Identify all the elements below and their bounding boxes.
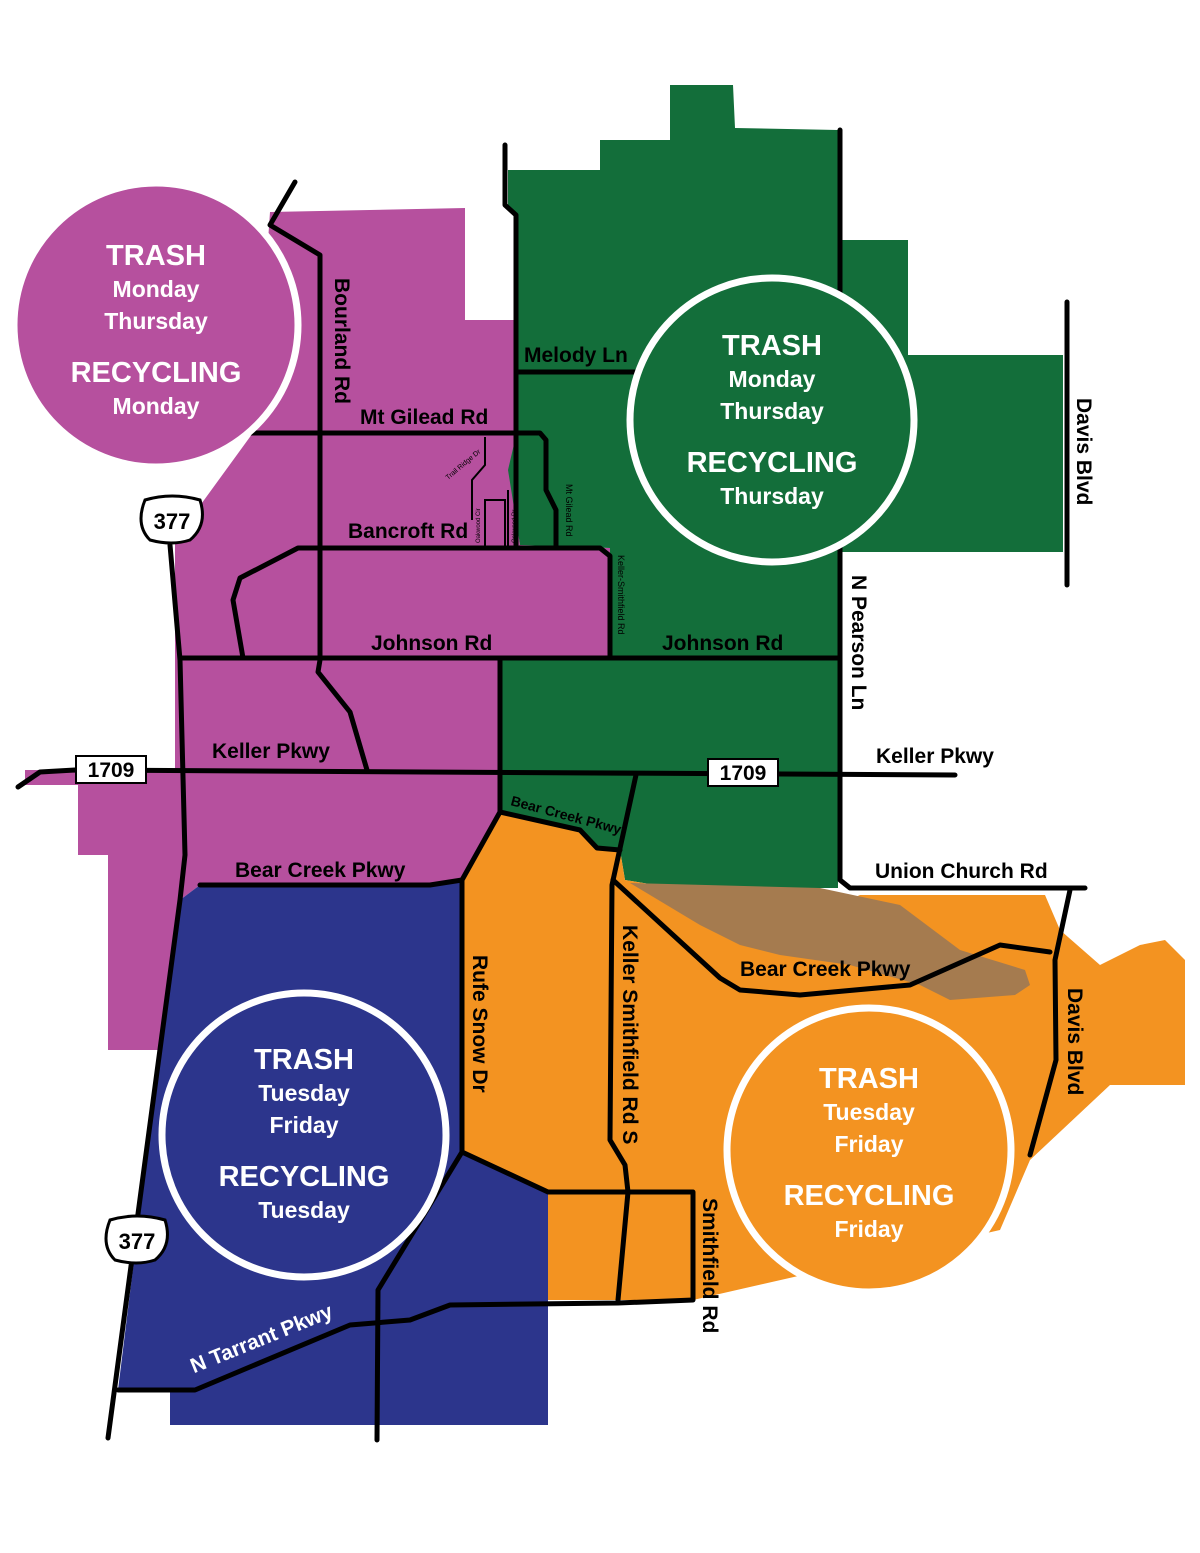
svg-text:Friday: Friday: [269, 1112, 338, 1138]
zone-badge-purple: TRASH Monday Thursday RECYCLING Monday: [10, 179, 302, 471]
zone-badge-orange: TRASH Tuesday Friday RECYCLING Friday: [723, 1004, 1015, 1296]
label-keller-pkwy-east: Keller Pkwy: [876, 745, 994, 768]
label-davis-blvd-north: Davis Blvd: [1072, 398, 1095, 505]
label-oakwood-cir: Oakwood Cir: [476, 508, 482, 543]
label-johnson-rd-east: Johnson Rd: [662, 632, 783, 655]
us-377-shield-south: 377: [104, 1214, 169, 1265]
label-bancroft-rd: Bancroft Rd: [348, 520, 468, 543]
svg-text:Thursday: Thursday: [720, 398, 824, 424]
zone-badge-green: TRASH Monday Thursday RECYCLING Thursday: [626, 274, 918, 566]
svg-text:Thursday: Thursday: [720, 483, 824, 509]
label-mt-gilead-rd: Mt Gilead Rd: [360, 406, 488, 429]
svg-text:Friday: Friday: [834, 1131, 903, 1157]
svg-text:1709: 1709: [88, 759, 135, 782]
svg-text:Tuesday: Tuesday: [258, 1197, 350, 1223]
svg-text:Tuesday: Tuesday: [823, 1099, 915, 1125]
label-smithfield-rd: Smithfield Rd: [698, 1198, 721, 1333]
svg-text:Friday: Friday: [834, 1216, 903, 1242]
label-melody-ln: Melody Ln: [524, 344, 628, 367]
highway-shields: 377 377 1709 1709: [75, 494, 779, 1265]
label-keller-smithfield-rd: Keller-Smithfield Rd: [616, 555, 626, 635]
label-bear-creek-pkwy-west: Bear Creek Pkwy: [235, 859, 406, 882]
svg-text:RECYCLING: RECYCLING: [687, 447, 858, 479]
label-davis-blvd-south: Davis Blvd: [1063, 988, 1086, 1095]
svg-text:TRASH: TRASH: [722, 330, 822, 362]
svg-text:RECYCLING: RECYCLING: [71, 357, 242, 389]
svg-text:Monday: Monday: [729, 366, 816, 392]
fm-1709-shield-east: 1709: [707, 758, 779, 787]
us-377-shield-north: 377: [139, 494, 204, 545]
svg-text:RECYCLING: RECYCLING: [219, 1161, 390, 1193]
svg-text:RECYCLING: RECYCLING: [784, 1180, 955, 1212]
svg-text:1709: 1709: [720, 762, 767, 785]
svg-text:Monday: Monday: [113, 276, 200, 302]
label-union-church-rd: Union Church Rd: [875, 860, 1048, 883]
svg-text:TRASH: TRASH: [254, 1044, 354, 1076]
label-keller-smithfield-rd-s: Keller Smithfield Rd S: [618, 925, 641, 1144]
label-bear-creek-pkwy-east: Bear Creek Pkwy: [740, 958, 911, 981]
label-keller-pkwy-west: Keller Pkwy: [212, 740, 330, 763]
svg-text:TRASH: TRASH: [819, 1063, 919, 1095]
svg-text:377: 377: [119, 1229, 156, 1254]
fm-1709-shield-west: 1709: [75, 755, 147, 784]
park-area: [630, 883, 1030, 1000]
svg-text:Tuesday: Tuesday: [258, 1080, 350, 1106]
label-oakwood-dr: Oakwood Dr: [512, 510, 518, 543]
label-rufe-snow-dr: Rufe Snow Dr: [468, 955, 491, 1093]
label-mt-gilead-rd-north: Mt Gilead Rd: [564, 484, 574, 537]
svg-text:377: 377: [154, 509, 191, 534]
zone-badge-navy: TRASH Tuesday Friday RECYCLING Tuesday: [158, 989, 450, 1281]
svg-text:Thursday: Thursday: [104, 308, 208, 334]
label-johnson-rd-west: Johnson Rd: [371, 632, 492, 655]
label-n-pearson-ln: N Pearson Ln: [847, 575, 870, 710]
svg-text:Monday: Monday: [113, 393, 200, 419]
svg-text:TRASH: TRASH: [106, 240, 206, 272]
label-bourland-rd: Bourland Rd: [330, 278, 353, 404]
